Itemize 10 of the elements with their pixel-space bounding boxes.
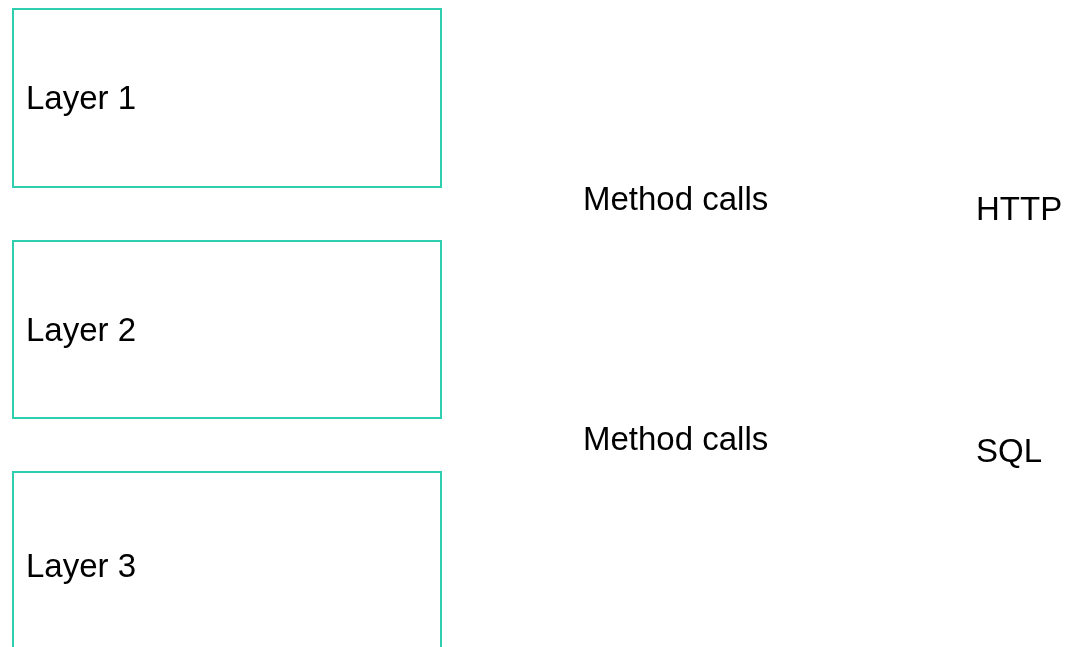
layer-name: Layer 3	[26, 547, 137, 585]
layer-box	[12, 240, 442, 419]
layer-box	[12, 471, 442, 647]
protocol-label: Method calls	[583, 180, 769, 218]
layer-name: Layer 2	[26, 310, 137, 349]
layer-box	[12, 8, 442, 188]
protocol-label: SQL	[976, 432, 1043, 470]
layer-name: Layer 1	[26, 79, 137, 117]
protocol-label: HTTP	[976, 190, 1063, 228]
protocol-label: Method calls	[583, 420, 769, 458]
